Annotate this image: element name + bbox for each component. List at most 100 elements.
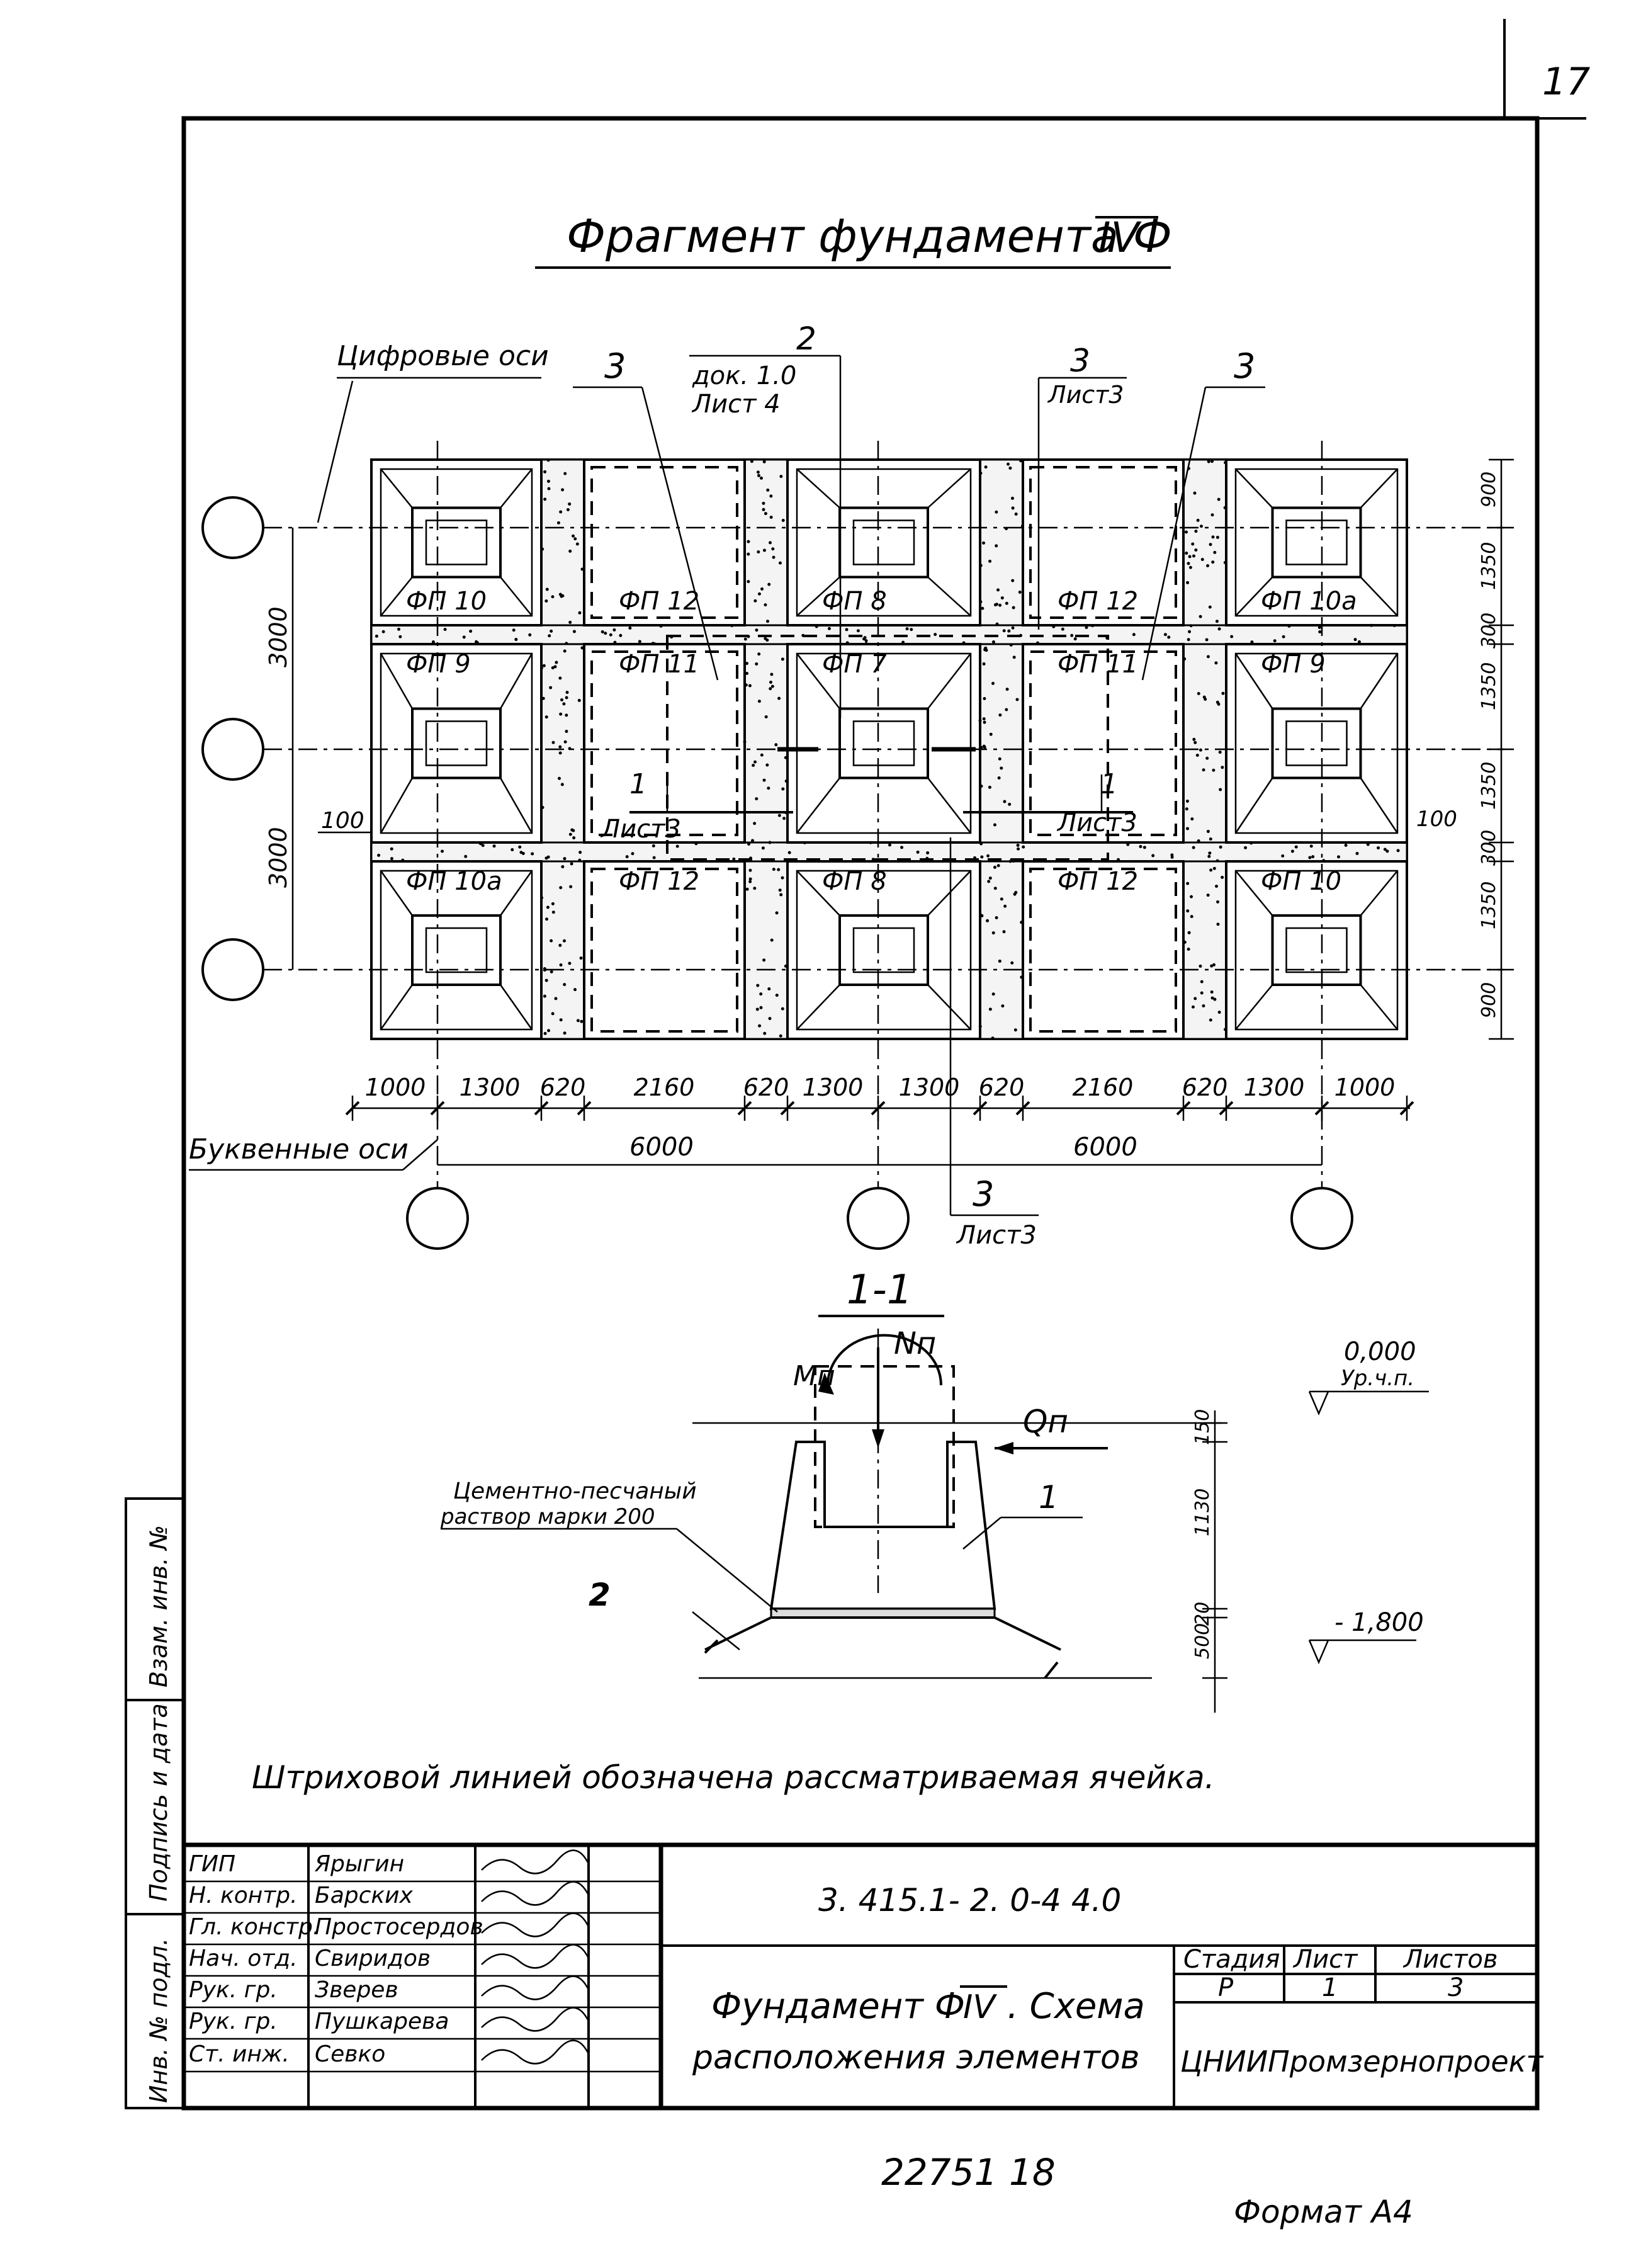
title-block: [184, 1842, 1537, 2108]
doc-ref: док. 1.0: [692, 361, 796, 390]
pad-cell: ФП 12: [1022, 458, 1185, 627]
section-mark-right: 1: [1100, 768, 1118, 800]
pad-cell: ФП 8: [786, 458, 981, 627]
bottom-dim: 1300: [1244, 1074, 1305, 1101]
inventory-number: 22751 18: [881, 2151, 1056, 2194]
name-cell: Зверев: [315, 1977, 398, 2003]
level-top: 0,000: [1344, 1337, 1416, 1366]
bottom-dim: 1300: [899, 1074, 960, 1101]
callout-3-left: 3: [604, 346, 626, 386]
right-dim: 1350: [1478, 542, 1500, 590]
force-N: Nп: [894, 1326, 936, 1361]
pad-label: ФП 9: [1261, 650, 1326, 679]
name-cell: Севко: [315, 2041, 385, 2067]
bottom-dim: 1300: [803, 1074, 864, 1101]
pad-label: ФП 11: [1058, 650, 1138, 679]
drawing-title-1: Фундамент Ф: [711, 1986, 965, 2027]
drawing-title-roman: IV: [963, 1988, 997, 2026]
callout-3-right: 3: [1234, 346, 1255, 386]
callout-3-mid-sheet: Лист3: [1047, 381, 1124, 409]
section-sheet-right: Лист3: [1056, 808, 1137, 837]
pad-label: ФП 7: [822, 650, 887, 679]
right-dim: 1350: [1478, 762, 1500, 810]
page-title-roman: IV: [1098, 213, 1141, 262]
section-marks: 1 1 Лист3 Лист3 3 Лист3: [600, 747, 1137, 1250]
pad-label: ФП 8: [822, 587, 887, 616]
level-bottom: - 1,800: [1334, 1608, 1424, 1637]
left-dim-1: 3000: [264, 606, 292, 667]
pad-label: ФП 9: [406, 650, 471, 679]
pos-2: 2: [589, 1577, 611, 1613]
callout-3-mid: 3: [1070, 343, 1090, 379]
pad-label: ФП 12: [619, 587, 699, 616]
left-dim-2: 3000: [264, 827, 292, 888]
bottom-dim: 2160: [1073, 1074, 1134, 1101]
pad-label: ФП 10а: [1261, 587, 1357, 616]
bottom-dim: 620: [743, 1074, 789, 1101]
doc-code: 3. 415.1- 2. 0-4 4.0: [818, 1882, 1121, 1919]
bottom-dim: 620: [540, 1074, 586, 1101]
signature: [481, 2039, 590, 2065]
pad-cell: ФП 9: [1225, 643, 1408, 844]
stamp-inv: Инв. № подл.: [145, 1938, 172, 2103]
pad-cell: ФП 11: [1022, 643, 1185, 844]
right-dim: 1350: [1478, 882, 1500, 929]
name-cell: Простосердов: [315, 1914, 483, 1940]
letter-axes-label: Буквенные оси: [189, 1133, 409, 1165]
force-Q: Qп: [1023, 1403, 1068, 1440]
stamp-vzam: Взам. инв. №: [145, 1525, 172, 1687]
axis-dim-1: 6000: [629, 1133, 694, 1162]
section-dim: 500: [1192, 1623, 1214, 1659]
section-title: 1-1: [847, 1267, 913, 1313]
stage-label: Стадия: [1183, 1945, 1280, 1974]
signature: [481, 1975, 590, 2000]
role-cell: Нач. отд.: [189, 1946, 298, 1971]
signature: [481, 1849, 590, 1874]
format-label: Формат А4: [1234, 2194, 1413, 2230]
pos-1: 1: [1039, 1479, 1059, 1516]
right-dim: 300: [1478, 830, 1500, 866]
digital-axes: [201, 496, 1504, 1001]
right-dim: 900: [1478, 982, 1500, 1018]
signature: [481, 1912, 590, 1937]
page-number: 17: [1542, 60, 1590, 104]
signature: [481, 2007, 590, 2032]
section-1-1: [692, 1329, 1108, 1679]
right-dim: 300: [1478, 613, 1500, 649]
role-cell: Рук. гр.: [189, 2009, 278, 2034]
right-dim: 900: [1478, 472, 1500, 507]
bottom-dim: 1000: [365, 1074, 426, 1101]
pad-cell: ФП 8: [786, 860, 981, 1040]
bottom-dim: 2160: [634, 1074, 695, 1101]
digital-axes-label: Цифровые оси: [337, 340, 549, 372]
signature: [481, 1881, 590, 1906]
name-cell: Ярыгин: [314, 1851, 404, 1877]
sheet-value: 1: [1322, 1973, 1338, 2002]
role-cell: Н. контр.: [189, 1883, 298, 1908]
sheet-label: Лист: [1292, 1945, 1358, 1974]
considered-cell: [666, 635, 1109, 861]
moment-M: Mп: [793, 1360, 835, 1392]
pad-cell: ФП 10а: [370, 860, 543, 1040]
pad-label: ФП 12: [1058, 587, 1138, 616]
section-mark-left: 1: [629, 768, 647, 800]
pad-cell: ФП 12: [583, 860, 746, 1040]
bottom-dim: 1300: [460, 1074, 521, 1101]
pad-label: ФП 11: [619, 650, 699, 679]
callout-3-bottom-sheet: Лист3: [956, 1221, 1037, 1250]
stage-value: Р: [1218, 1973, 1234, 2002]
section-dim: 1130: [1192, 1488, 1214, 1536]
pad-label: ФП 8: [822, 867, 887, 896]
organization: ЦНИИПромзернопроект: [1180, 2044, 1543, 2078]
pad-cell: ФП 12: [583, 458, 746, 627]
letter-axes: [406, 441, 1353, 1250]
mortar-label-2: раствор марки 200: [440, 1504, 655, 1529]
role-cell: ГИП: [189, 1851, 235, 1877]
dim-100-right: 100: [1416, 807, 1457, 832]
pad-cell: ФП 10: [370, 458, 543, 627]
level-top-sub: Ур.ч.п.: [1341, 1366, 1414, 1391]
pad-cell: ФП 12: [1022, 860, 1185, 1040]
